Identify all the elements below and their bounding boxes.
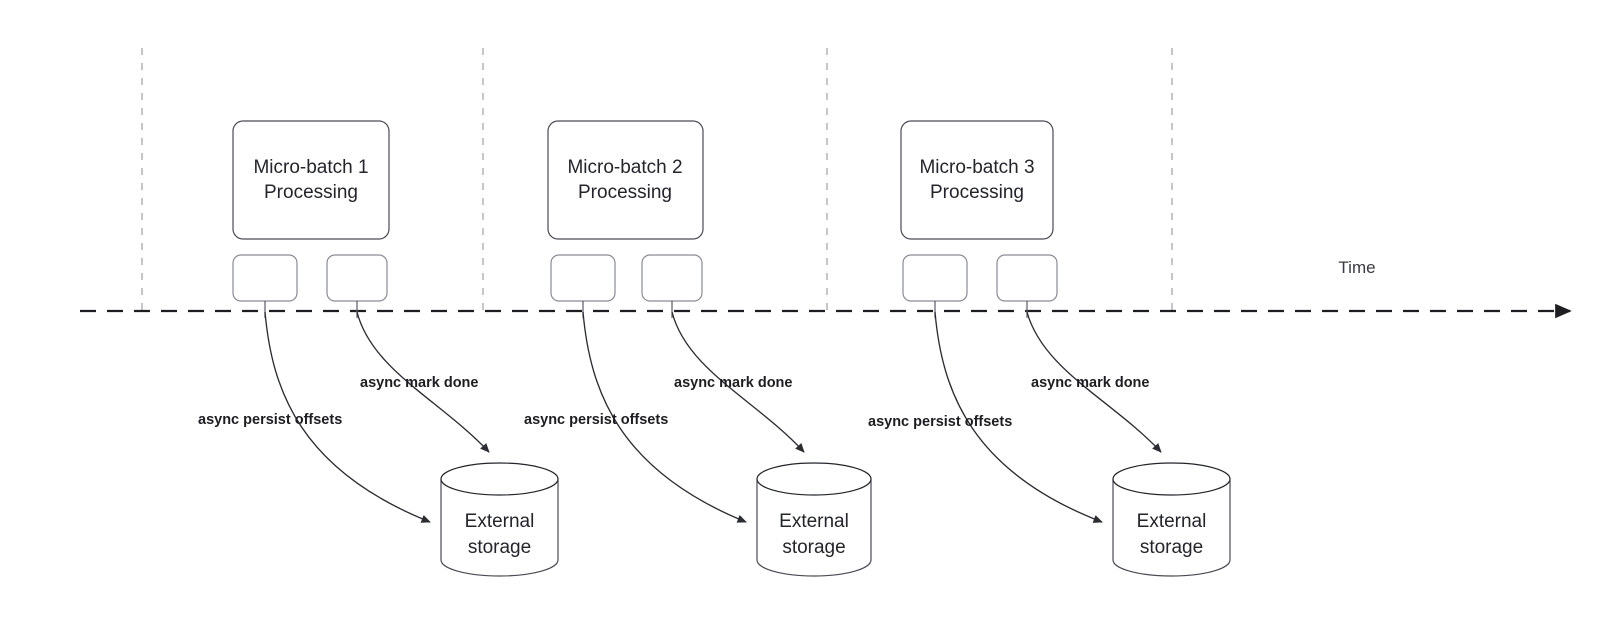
external-storage-3-label-line1: External (1137, 511, 1207, 532)
micro-batch-2-marker-left[interactable] (550, 254, 616, 302)
micro-batch-1-box[interactable] (232, 120, 390, 240)
micro-batch-3-marker-left[interactable] (902, 254, 968, 302)
micro-batch-3-external-storage[interactable]: External storage (1112, 462, 1231, 577)
micro-batch-2-persist-offsets-arrow (582, 311, 747, 523)
micro-batch-3-persist-offsets-label: async persist offsets (868, 414, 1012, 430)
micro-batch-1-persist-offsets-label: async persist offsets (198, 412, 342, 428)
micro-batch-3-group: Micro-batch 3 Processing async persist o… (868, 120, 1231, 577)
micro-batch-2-label-line1: Micro-batch 2 (567, 157, 682, 178)
micro-batch-2-external-storage[interactable]: External storage (756, 462, 872, 577)
micro-batch-1-label-line1: Micro-batch 1 (253, 157, 368, 178)
micro-batch-3-marker-right[interactable] (996, 254, 1058, 302)
micro-batch-1-external-storage[interactable]: External storage (440, 462, 559, 577)
external-storage-2-body (756, 479, 872, 577)
micro-batch-1-mark-done-arrow (356, 311, 490, 453)
external-storage-2-top (756, 462, 872, 496)
external-storage-3-top (1112, 462, 1231, 496)
micro-batch-1-marker-right[interactable] (326, 254, 388, 302)
external-storage-3-label-line2: storage (1140, 537, 1203, 558)
micro-batch-2-marker-right[interactable] (641, 254, 703, 302)
micro-batch-3-mark-done-label: async mark done (1031, 375, 1149, 391)
micro-batch-3-mark-done-arrow (1026, 311, 1162, 453)
micro-batch-2-group: Micro-batch 2 Processing async persist o… (524, 120, 872, 577)
micro-batch-2-mark-done-arrow (671, 311, 805, 453)
micro-batch-1-group: Micro-batch 1 Processing async persist o… (198, 120, 559, 577)
micro-batch-2-box[interactable] (547, 120, 704, 240)
external-storage-2-label-line2: storage (782, 537, 845, 558)
external-storage-2-label-line1: External (779, 511, 849, 532)
micro-batch-3-box[interactable] (900, 120, 1054, 240)
micro-batch-3-label-line1: Micro-batch 3 (919, 157, 1034, 178)
external-storage-1-top (440, 462, 559, 496)
micro-batch-2-label-line2: Processing (578, 182, 672, 203)
micro-batch-1-marker-left[interactable] (232, 254, 298, 302)
external-storage-3-body (1112, 479, 1231, 577)
time-axis-label: Time (1338, 258, 1375, 277)
micro-batch-3-persist-offsets-arrow (934, 311, 1103, 523)
micro-batch-2-persist-offsets-label: async persist offsets (524, 412, 668, 428)
micro-batch-1-persist-offsets-arrow (264, 311, 431, 523)
micro-batch-2-mark-done-label: async mark done (674, 375, 792, 391)
micro-batch-3-label-line2: Processing (930, 182, 1024, 203)
external-storage-1-body (440, 479, 559, 577)
micro-batch-1-mark-done-label: async mark done (360, 375, 478, 391)
external-storage-1-label-line2: storage (468, 537, 531, 558)
external-storage-1-label-line1: External (465, 511, 535, 532)
micro-batch-1-label-line2: Processing (264, 182, 358, 203)
